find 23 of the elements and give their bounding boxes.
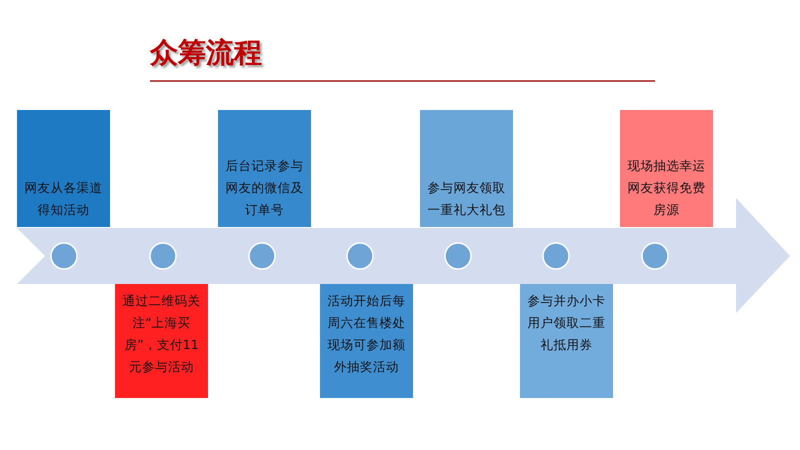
step-text: 后台记录参与网友的微信及订单号 <box>224 157 304 219</box>
timeline-dot <box>641 242 669 270</box>
timeline-dot <box>50 242 78 270</box>
step-text: 网友从各渠道得知活动 <box>24 179 104 219</box>
step-text: 参与网友领取一重礼大礼包 <box>426 179 506 219</box>
timeline-arrow <box>17 198 790 313</box>
step-box <box>620 110 713 227</box>
timeline-dot <box>248 242 276 270</box>
step-text: 现场抽选幸运网友获得免费房源 <box>626 157 706 219</box>
timeline-dot <box>346 242 374 270</box>
timeline-dot <box>149 242 177 270</box>
title: 众筹流程 <box>150 35 262 71</box>
step-box <box>420 110 513 227</box>
timeline-dot <box>444 242 472 270</box>
step-box <box>520 284 613 398</box>
step-box <box>115 284 208 398</box>
step-text: 活动开始后每周六在售楼处现场可参加额外抽奖活动 <box>326 292 406 376</box>
timeline-dot <box>542 242 570 270</box>
step-box <box>218 110 311 227</box>
step-box <box>320 284 413 398</box>
step-box <box>17 110 110 227</box>
step-text: 参与并办小卡用户领取二重礼抵用券 <box>526 292 606 354</box>
step-text: 通过二维码关注“上海买房”，支付11元参与活动 <box>122 292 202 376</box>
